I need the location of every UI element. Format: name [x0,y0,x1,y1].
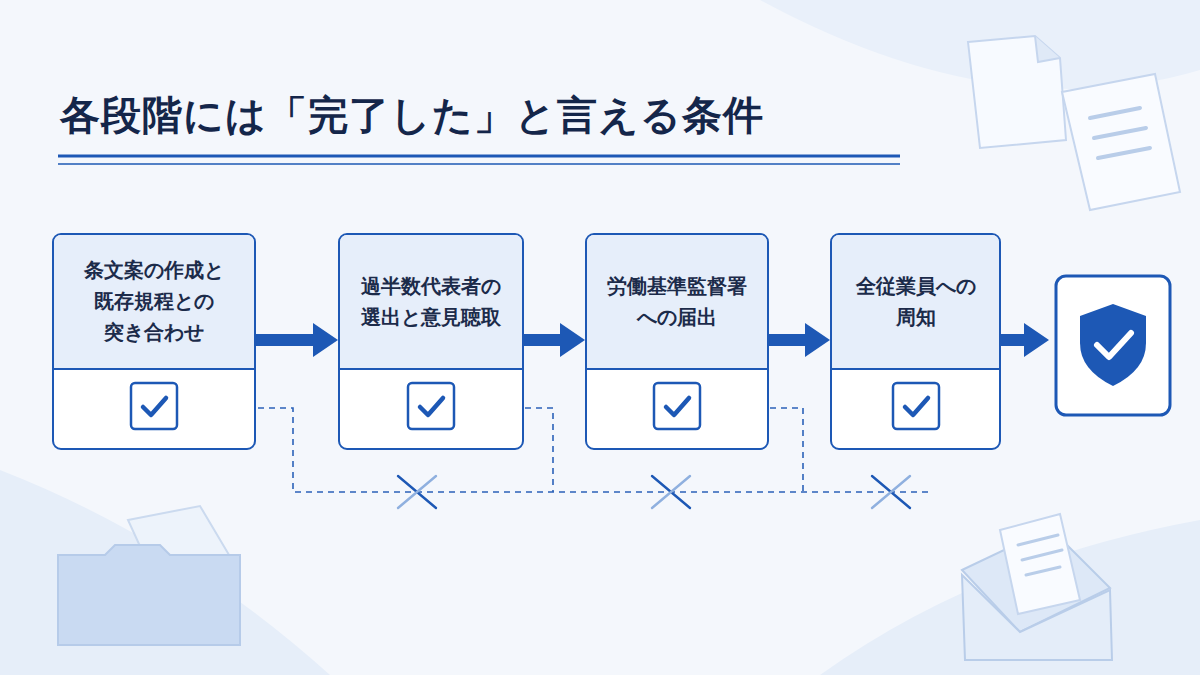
flow-arrow [769,323,830,357]
checkmark [420,398,443,415]
document-icon [968,36,1066,148]
title-underline [58,163,900,165]
arrow-head [560,323,585,357]
arrow-shaft [769,334,806,346]
checkmark [666,398,689,415]
box-header: 労働基準監督署 への届出 [587,235,767,370]
completion-box [1056,276,1170,415]
checkbox-frame [408,383,454,429]
flow-arrow [256,323,338,357]
checkbox-icon [406,381,456,431]
shield-icon [1080,304,1146,386]
checkbox-icon [652,381,702,431]
flow-arrow [1001,323,1049,357]
box-label: 労働基準監督署 への届出 [595,271,760,333]
checkbox-frame [131,383,177,429]
checkbox-frame [893,383,939,429]
envelope-icon [962,514,1112,660]
checkbox-icon [129,381,179,431]
process-box: 過半数代表者の 選出と意見聴取 [338,233,524,450]
folder-icon [58,506,240,645]
cross-mark [652,476,690,508]
arrow-head [805,323,830,357]
box-label: 過半数代表者の 選出と意見聴取 [349,271,514,333]
checkmark [143,398,166,415]
arrow-shaft [256,334,314,346]
background-wave [0,470,330,675]
process-box: 全従業員への 周知 [830,233,1001,450]
cross-mark [872,476,910,508]
process-box: 労働基準監督署 への届出 [585,233,769,450]
shield-check [1097,333,1131,357]
diagram-title: 各段階には「完了した」と言える条件 [60,88,764,143]
arrow-head [313,323,338,357]
title-underline [58,155,900,158]
box-header: 過半数代表者の 選出と意見聴取 [340,235,522,370]
document-icon [1062,74,1180,210]
arrow-shaft [524,334,561,346]
checkbox-frame [654,383,700,429]
checkmark [905,398,928,415]
box-header: 全従業員への 周知 [832,235,999,370]
box-label: 全従業員への 周知 [833,271,998,333]
flow-arrow [524,323,585,357]
box-header: 条文案の作成と 既存規程との 突き合わせ [54,235,254,370]
box-label: 条文案の作成と 既存規程との 突き合わせ [72,255,237,348]
cross-mark [398,476,436,508]
process-box: 条文案の作成と 既存規程との 突き合わせ [52,233,256,450]
checkbox-icon [891,381,941,431]
